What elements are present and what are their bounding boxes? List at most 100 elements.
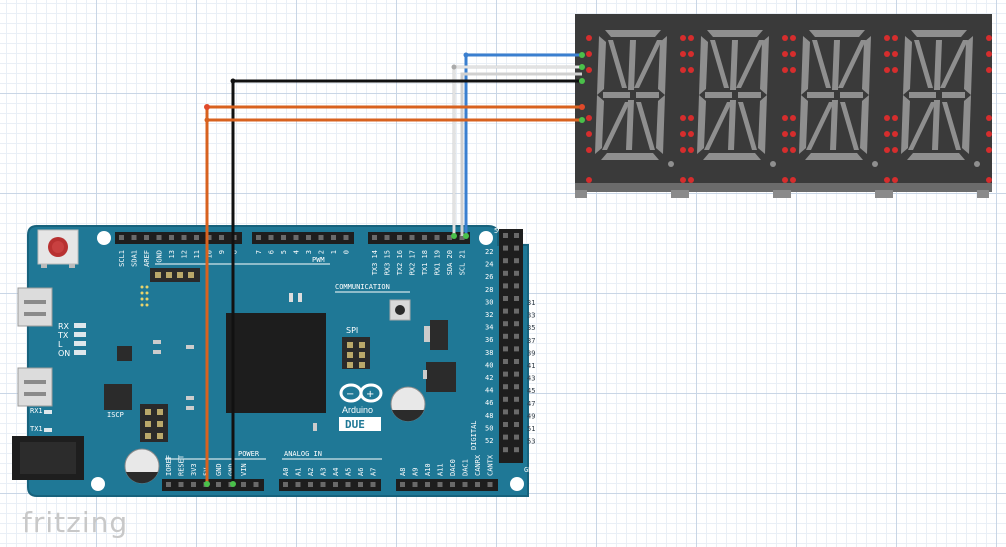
header-socket[interactable]: [503, 346, 508, 352]
header-analog-a8[interactable]: [396, 479, 498, 491]
header-socket[interactable]: [216, 482, 221, 487]
header-socket[interactable]: [514, 396, 519, 402]
header-socket[interactable]: [514, 371, 519, 377]
header-socket[interactable]: [514, 283, 519, 289]
header-socket[interactable]: [447, 235, 452, 240]
header-socket[interactable]: [503, 384, 508, 390]
usb-port-programming[interactable]: [17, 367, 53, 407]
header-digital[interactable]: [499, 229, 523, 463]
header-socket[interactable]: [514, 233, 519, 238]
header-socket[interactable]: [219, 235, 224, 240]
header-socket[interactable]: [450, 482, 455, 487]
header-socket[interactable]: [318, 235, 324, 240]
header-socket[interactable]: [514, 296, 519, 301]
header-socket[interactable]: [459, 235, 465, 240]
header-socket[interactable]: [178, 482, 184, 487]
header-socket[interactable]: [503, 296, 508, 301]
header-socket[interactable]: [400, 482, 405, 487]
header-power[interactable]: [162, 479, 264, 491]
header-socket[interactable]: [514, 258, 519, 264]
header-socket[interactable]: [514, 346, 519, 352]
header-socket[interactable]: [320, 482, 326, 487]
header-socket[interactable]: [462, 482, 468, 487]
iscp-header[interactable]: [140, 404, 168, 442]
header-socket[interactable]: [169, 235, 174, 240]
header-socket[interactable]: [144, 235, 149, 240]
header-socket[interactable]: [256, 235, 261, 240]
header-socket[interactable]: [397, 235, 402, 240]
header-socket[interactable]: [119, 235, 124, 240]
header-socket[interactable]: [166, 482, 171, 487]
header-socket[interactable]: [514, 384, 519, 390]
power-jack[interactable]: [12, 436, 84, 480]
header-socket[interactable]: [331, 235, 336, 240]
header-socket[interactable]: [281, 235, 286, 240]
header-socket[interactable]: [514, 270, 519, 276]
header-socket[interactable]: [131, 235, 137, 240]
header-socket[interactable]: [503, 308, 508, 314]
header-top-mid[interactable]: [252, 232, 354, 244]
header-socket[interactable]: [487, 482, 493, 487]
header-socket[interactable]: [293, 235, 299, 240]
header-socket[interactable]: [241, 482, 246, 487]
wire-white-2[interactable]: [460, 72, 582, 236]
header-socket[interactable]: [343, 235, 349, 240]
header-socket[interactable]: [295, 482, 301, 487]
header-socket[interactable]: [308, 482, 313, 487]
header-socket[interactable]: [191, 482, 196, 487]
header-socket[interactable]: [514, 409, 519, 415]
header-socket[interactable]: [437, 482, 443, 487]
header-socket[interactable]: [503, 371, 508, 377]
header-socket[interactable]: [384, 235, 390, 240]
header-socket[interactable]: [503, 245, 508, 251]
header-socket[interactable]: [268, 235, 274, 240]
header-socket[interactable]: [306, 235, 311, 240]
header-socket[interactable]: [514, 245, 519, 251]
header-socket[interactable]: [358, 482, 363, 487]
header-socket[interactable]: [503, 447, 508, 453]
header-socket[interactable]: [514, 447, 519, 453]
alphanumeric-display[interactable]: [575, 14, 992, 198]
header-socket[interactable]: [514, 308, 519, 314]
usb-port-native[interactable]: [17, 287, 53, 327]
header-socket[interactable]: [475, 482, 480, 487]
reset-button[interactable]: [37, 229, 79, 268]
header-socket[interactable]: [514, 359, 519, 364]
header-socket[interactable]: [514, 321, 519, 327]
header-socket[interactable]: [503, 409, 508, 415]
header-socket[interactable]: [412, 482, 418, 487]
header-socket[interactable]: [283, 482, 288, 487]
header-communication[interactable]: [368, 232, 470, 244]
header-socket[interactable]: [503, 434, 508, 440]
header-socket[interactable]: [422, 235, 427, 240]
header-socket[interactable]: [503, 396, 508, 402]
header-socket[interactable]: [503, 233, 508, 238]
header-socket[interactable]: [206, 235, 212, 240]
header-socket[interactable]: [409, 235, 415, 240]
header-socket[interactable]: [181, 235, 187, 240]
header-socket[interactable]: [370, 482, 376, 487]
header-socket[interactable]: [514, 422, 519, 427]
header-socket[interactable]: [514, 434, 519, 440]
header-socket[interactable]: [503, 359, 508, 364]
header-socket[interactable]: [434, 235, 440, 240]
spi-header[interactable]: [342, 337, 370, 369]
header-socket[interactable]: [503, 283, 508, 289]
header-socket[interactable]: [425, 482, 430, 487]
header-socket[interactable]: [156, 235, 162, 240]
wire-white-sda[interactable]: [452, 65, 582, 236]
header-socket[interactable]: [194, 235, 199, 240]
header-socket[interactable]: [345, 482, 351, 487]
header-socket[interactable]: [253, 482, 259, 487]
header-socket[interactable]: [333, 482, 338, 487]
header-analog-a0-a7[interactable]: [279, 479, 381, 491]
header-socket[interactable]: [503, 270, 508, 276]
header-socket[interactable]: [503, 321, 508, 327]
header-socket[interactable]: [514, 333, 519, 339]
header-socket[interactable]: [372, 235, 377, 240]
header-socket[interactable]: [503, 333, 508, 339]
header-socket[interactable]: [503, 422, 508, 427]
pin-headers[interactable]: [115, 229, 523, 491]
header-socket[interactable]: [503, 258, 508, 264]
